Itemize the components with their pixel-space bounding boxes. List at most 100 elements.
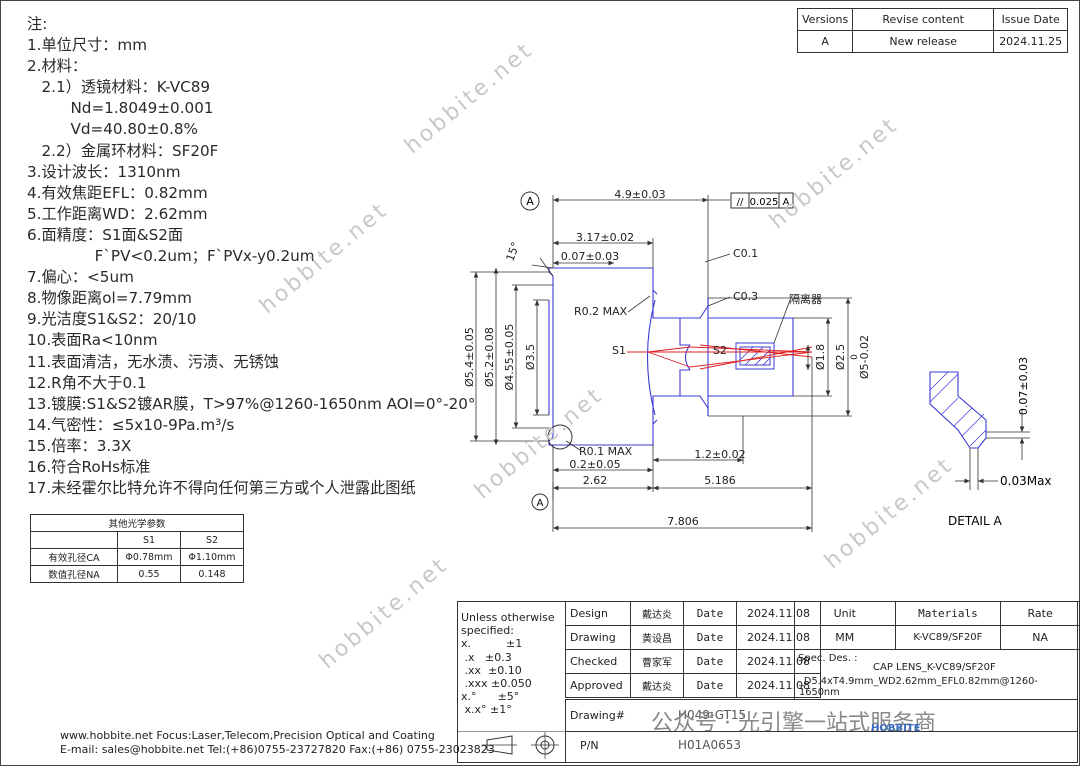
note-item: 4.有效焦距EFL：0.82mm <box>27 183 208 202</box>
flatness-value: 0.025 <box>750 197 779 208</box>
dim-317: 3.17±0.02 <box>576 231 634 244</box>
optical-params-table: 其他光学参数 S1 S2 有效孔径CA Φ0.78mm Φ1.10mm 数值孔径… <box>30 514 244 583</box>
spec-line2: _D5.4xT4.9mm_WD2.62mm_EFL0.82mm@1260-165… <box>799 676 1038 698</box>
opt-row-label: 数值孔径NA <box>30 565 118 583</box>
rev-date: 2024.11.25 <box>993 30 1069 53</box>
approval-name: 戴达炎 <box>630 601 684 626</box>
note-item: 5.工作距离WD：2.62mm <box>27 204 208 223</box>
note-item: 16.符合RoHs标准 <box>27 457 151 476</box>
dim-d5-upper: 0 <box>850 354 860 360</box>
tolerance-line: .x ±0.3 <box>461 650 512 664</box>
note-item: 2.1）透镜材料：K-VC89 <box>27 78 211 97</box>
note-item: 13.镀膜:S1&S2镀AR膜，T>97%@1260-1650nm AOI=0°… <box>27 394 476 413</box>
footer-line1: www.hobbite.net Focus:Laser,Telecom,Prec… <box>60 729 435 742</box>
approval-name: 戴达炎 <box>630 673 684 698</box>
dim-49: 4.9±0.03 <box>614 188 665 201</box>
logo: HOBBITE <box>871 723 921 734</box>
approval-name: 曹家军 <box>630 649 684 674</box>
approval-date-label: Date <box>683 625 737 650</box>
note-item: 3.设计波长：1310nm <box>27 162 181 181</box>
ray-lines <box>627 344 813 370</box>
approval-role: Drawing <box>565 625 631 650</box>
dim-12: 1.2±0.02 <box>694 448 745 461</box>
detail-label: DETAIL A <box>948 514 1002 528</box>
dim-d455: Ø4.55±0.05 <box>503 324 516 391</box>
pn-value: H01A0653 <box>678 738 742 752</box>
dim-d25: Ø2.5 <box>834 344 847 370</box>
dim-262: 2.62 <box>583 474 608 487</box>
note-item: 15.倍率：3.3X <box>27 436 132 455</box>
note-item: 7.偏心：<5um <box>27 268 134 287</box>
note-item: 14.气密性：≤5x10-9Pa.m³/s <box>27 415 235 434</box>
note-item: F`PV<0.2um；F`PVx-y0.2um <box>27 247 315 266</box>
isolator-outline <box>735 342 775 370</box>
note-item: 2.材料： <box>27 57 88 76</box>
dim-d5: Ø5-0.02 <box>858 335 871 379</box>
dim-7806: 7.806 <box>667 515 699 528</box>
dim-02: 0.2±0.05 <box>569 458 620 471</box>
tolerance-line: specified: <box>461 624 514 638</box>
opt-cell: 0.148 <box>180 565 244 583</box>
revision-table: Versions Revise content Issue Date A New… <box>796 8 1069 53</box>
approval-date-label: Date <box>683 673 737 698</box>
rev-header-date: Issue Date <box>993 8 1069 31</box>
tolerance-line: Unless otherwise <box>461 611 555 624</box>
detail-a-circle <box>547 424 573 450</box>
note-item: Vd=40.80±0.8% <box>27 120 198 139</box>
dim-5186: 5.186 <box>704 474 736 487</box>
rate-value: NA <box>1000 625 1080 650</box>
flatness-frame <box>730 192 794 209</box>
label-s1: S1 <box>612 344 626 357</box>
tolerance-line: x. ±1 <box>461 637 523 651</box>
drawing-number-box: Drawing# H049-GT15 公众号 · 光引擎一站式服务商 <box>565 699 1077 736</box>
unit-table: Unit Materials Rate MM K-VC89/SF20F NA <box>794 601 1080 650</box>
detail-a-view: 0.07±0.03 0.03Max DETAIL A <box>929 357 1052 528</box>
dim-d52: Ø5.2±0.08 <box>483 327 496 387</box>
footer-line2: E-mail: sales@hobbite.net Tel:(+86)0755-… <box>60 743 495 756</box>
note-item: 9.光洁度S1&S2：20/10 <box>27 310 197 329</box>
spec-line1: CAP LENS_K-VC89/SF20F <box>873 662 996 673</box>
note-item: 2.2）金属环材料：SF20F <box>27 141 219 160</box>
projection-symbol-icon <box>457 731 565 759</box>
detail-max: 0.03Max <box>1000 474 1052 488</box>
parallelism-icon: // <box>737 197 744 208</box>
note-item: 11.表面清洁，无水渍、污渍、无锈蚀 <box>27 352 279 371</box>
datum-a-bottom <box>531 493 549 511</box>
rev-header-versions: Versions <box>796 8 854 31</box>
dim-angle: 15° <box>504 240 523 263</box>
tolerance-line: x.x° ±1° <box>461 703 512 717</box>
note-item: 12.R角不大于0.1 <box>27 373 147 392</box>
label-r02: R0.2 MAX <box>574 305 628 318</box>
note-item: 17.未经霍尔比特允许不得向任何第三方或个人泄露此图纸 <box>27 479 416 498</box>
dim-d54: Ø5.4±0.05 <box>463 327 476 387</box>
approval-role: Checked <box>565 649 631 674</box>
unit-label: Unit <box>794 601 896 626</box>
note-item: 10.表面Ra<10nm <box>27 331 158 350</box>
drawing-no-label: Drawing# <box>570 709 625 722</box>
note-item: 1.单位尺寸：mm <box>27 36 148 55</box>
approval-date-label: Date <box>683 649 737 674</box>
spec-box: Spec. Des. : CAP LENS_K-VC89/SF20F _D5.4… <box>794 649 1077 700</box>
label-c03: C0.3 <box>733 290 758 303</box>
unit-value: MM <box>794 625 896 650</box>
dim-007: 0.07±0.03 <box>561 250 619 263</box>
tolerance-line: .xxx ±0.050 <box>461 677 532 691</box>
pn-box: P/N H01A0653 HOBBITE <box>565 723 1077 762</box>
lens-outline <box>548 267 794 446</box>
rev-content: New release <box>852 30 995 53</box>
flatness-datum: A <box>783 197 790 208</box>
approval-name: 黄设昌 <box>630 625 684 650</box>
datum-a-bottom-label: A <box>537 498 544 509</box>
materials-label: Materials <box>894 601 1002 626</box>
label-isolator: 隔离器 <box>789 292 822 306</box>
drawing-no: H049-GT15 <box>678 708 747 722</box>
opt-cell: Φ1.10mm <box>180 548 244 566</box>
